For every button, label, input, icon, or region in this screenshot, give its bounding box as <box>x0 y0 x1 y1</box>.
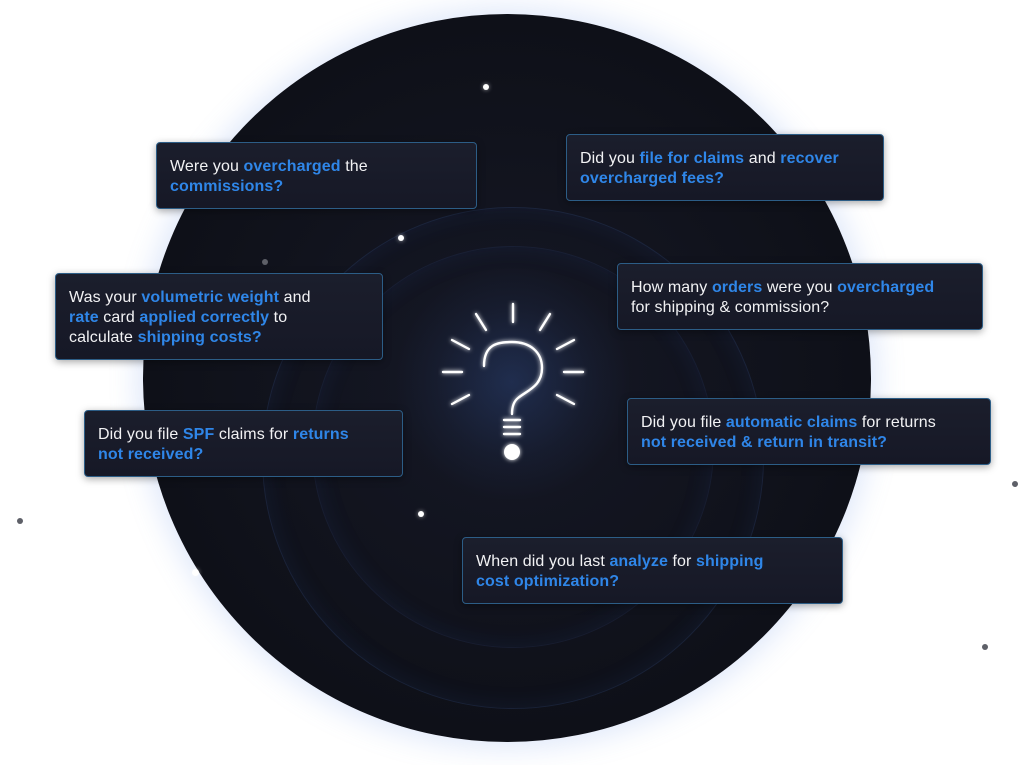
card-text: Was your <box>69 289 142 306</box>
star-dot <box>1012 481 1018 487</box>
highlighted-text: analyze <box>609 553 668 570</box>
highlighted-text: commissions? <box>170 178 284 195</box>
card-text: were you <box>762 279 838 296</box>
question-card-claims: Did you file for claims and recover overc… <box>566 134 884 201</box>
highlighted-text: recover <box>780 150 839 167</box>
highlighted-text: file for claims <box>639 150 745 167</box>
question-card-optimization: When did you last analyze for shipping co… <box>462 537 843 604</box>
highlighted-text: overcharged <box>243 158 341 175</box>
highlighted-text: shipping <box>696 553 764 570</box>
question-card-spf: Did you file SPF claims for returns not r… <box>84 410 403 477</box>
card-text: and <box>744 150 781 167</box>
star-dot <box>982 644 988 650</box>
card-text: card <box>98 309 140 326</box>
highlighted-text: volumetric weight <box>141 289 280 306</box>
question-card-automatic: Did you file automatic claims for return… <box>627 398 991 465</box>
card-text: Did you file <box>641 414 726 431</box>
card-text: Did you <box>580 150 640 167</box>
lightbulb-question-icon <box>441 302 585 460</box>
question-card-commissions: Were you overcharged the commissions? <box>156 142 477 209</box>
highlighted-text: overcharged <box>837 279 935 296</box>
card-text: claims for <box>214 426 293 443</box>
card-text: How many <box>631 279 712 296</box>
card-text: to <box>269 309 288 326</box>
star-dot <box>262 259 268 265</box>
star-dot <box>483 84 489 90</box>
card-text: for returns <box>857 414 936 431</box>
star-dot <box>398 235 404 241</box>
card-text: for shipping & commission? <box>631 299 830 316</box>
highlighted-text: orders <box>711 279 763 296</box>
star-dot <box>418 511 424 517</box>
highlighted-text: not received & return in transit? <box>641 434 888 451</box>
card-text: When did you last <box>476 553 610 570</box>
star-dot <box>192 569 199 576</box>
highlighted-text: automatic claims <box>725 414 858 431</box>
center-glow <box>392 262 632 502</box>
question-card-orders: How many orders were you overcharged for … <box>617 263 983 330</box>
highlighted-text: shipping costs? <box>137 329 262 346</box>
star-dot <box>17 518 23 524</box>
highlighted-text: overcharged fees? <box>580 170 724 187</box>
highlighted-text: SPF <box>182 426 215 443</box>
card-text: for <box>667 553 697 570</box>
highlighted-text: returns <box>292 426 349 443</box>
card-text: Did you file <box>98 426 183 443</box>
card-text: Were you <box>170 158 244 175</box>
highlighted-text: not received? <box>98 446 204 463</box>
highlighted-text: applied correctly <box>139 309 270 326</box>
card-text: calculate <box>69 329 138 346</box>
card-text: the <box>340 158 368 175</box>
highlighted-text: cost optimization? <box>476 573 620 590</box>
highlighted-text: rate <box>69 309 99 326</box>
card-text: and <box>279 289 311 306</box>
